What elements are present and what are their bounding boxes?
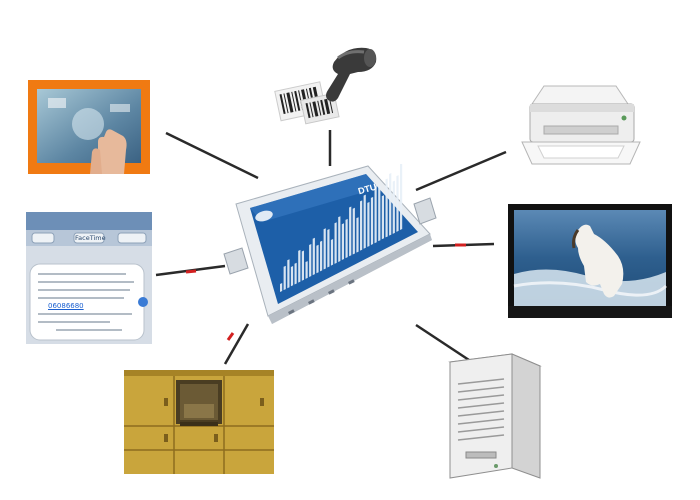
hub-screen-bar (363, 194, 366, 249)
hub-screen-bar (330, 239, 334, 266)
hub-screen-bar (323, 228, 326, 270)
sms-link-number: 06086680 (48, 302, 84, 310)
hub-screen-bar (352, 207, 355, 255)
hub-screen-bar (301, 250, 305, 281)
display-device (508, 204, 672, 318)
dtu-hub-graphic (223, 164, 437, 324)
sms-phone-screen: FaceTime 06086680 (26, 212, 152, 344)
hub-screen-bar (294, 262, 297, 285)
hub-screen-bar (280, 283, 283, 292)
cable-accent (226, 332, 235, 341)
hub-screen-bar (367, 201, 370, 247)
central-hub-device: DTU (218, 164, 438, 326)
hub-screen-bar (381, 195, 385, 240)
line-printer (415, 150, 507, 192)
line-locker (223, 323, 250, 365)
server-tower-device (442, 352, 546, 486)
hub-screen-bar (396, 175, 399, 232)
hub-screen-bar (305, 261, 308, 279)
hub-screen-bar (290, 265, 294, 287)
hub-screen-bar (392, 180, 395, 234)
hub-screen-bar (385, 178, 388, 238)
hub-screen-bar (378, 186, 381, 242)
sms-facetime-button: FaceTime (75, 234, 106, 242)
hub-screen-bar (345, 218, 348, 259)
line-touch-panel (165, 131, 259, 180)
hub-screen-bar (316, 244, 319, 274)
locker-icon (124, 370, 274, 474)
touch-hand-icon (28, 80, 150, 174)
hub-screen-bar (389, 173, 392, 236)
barcode-scanner-device (272, 40, 382, 130)
hub-screen-bar (338, 216, 341, 262)
hub-screen-bar (327, 229, 330, 268)
hub-screen-bar (374, 184, 377, 244)
hub-screen-bar (312, 237, 315, 276)
touch-panel-device (28, 80, 150, 174)
line-server (415, 323, 473, 364)
barcode-scanner-icon (274, 47, 377, 125)
hub-screen-bar (356, 217, 359, 253)
hub-screen-bar (309, 243, 312, 277)
printer-icon (521, 85, 641, 165)
hub-screen-bar (287, 259, 290, 289)
hub-screen-bar (334, 222, 337, 264)
server-tower-icon (448, 353, 542, 479)
sms-screen-graphic (26, 212, 152, 344)
hub-screen-bar (320, 240, 323, 272)
cable-accent (185, 269, 197, 274)
hub-screen-bar (341, 223, 345, 260)
hub-screen-bar (349, 206, 352, 257)
hub-screen-bar (400, 164, 403, 230)
hub-screen-bar (360, 200, 363, 251)
hub-screen-bar (298, 249, 301, 283)
printer-device (516, 82, 646, 172)
hub-screen-bar (370, 196, 374, 246)
horse-image-icon (508, 204, 672, 318)
locker-cabinet-device (124, 370, 274, 474)
hub-screen-bar (283, 265, 286, 291)
